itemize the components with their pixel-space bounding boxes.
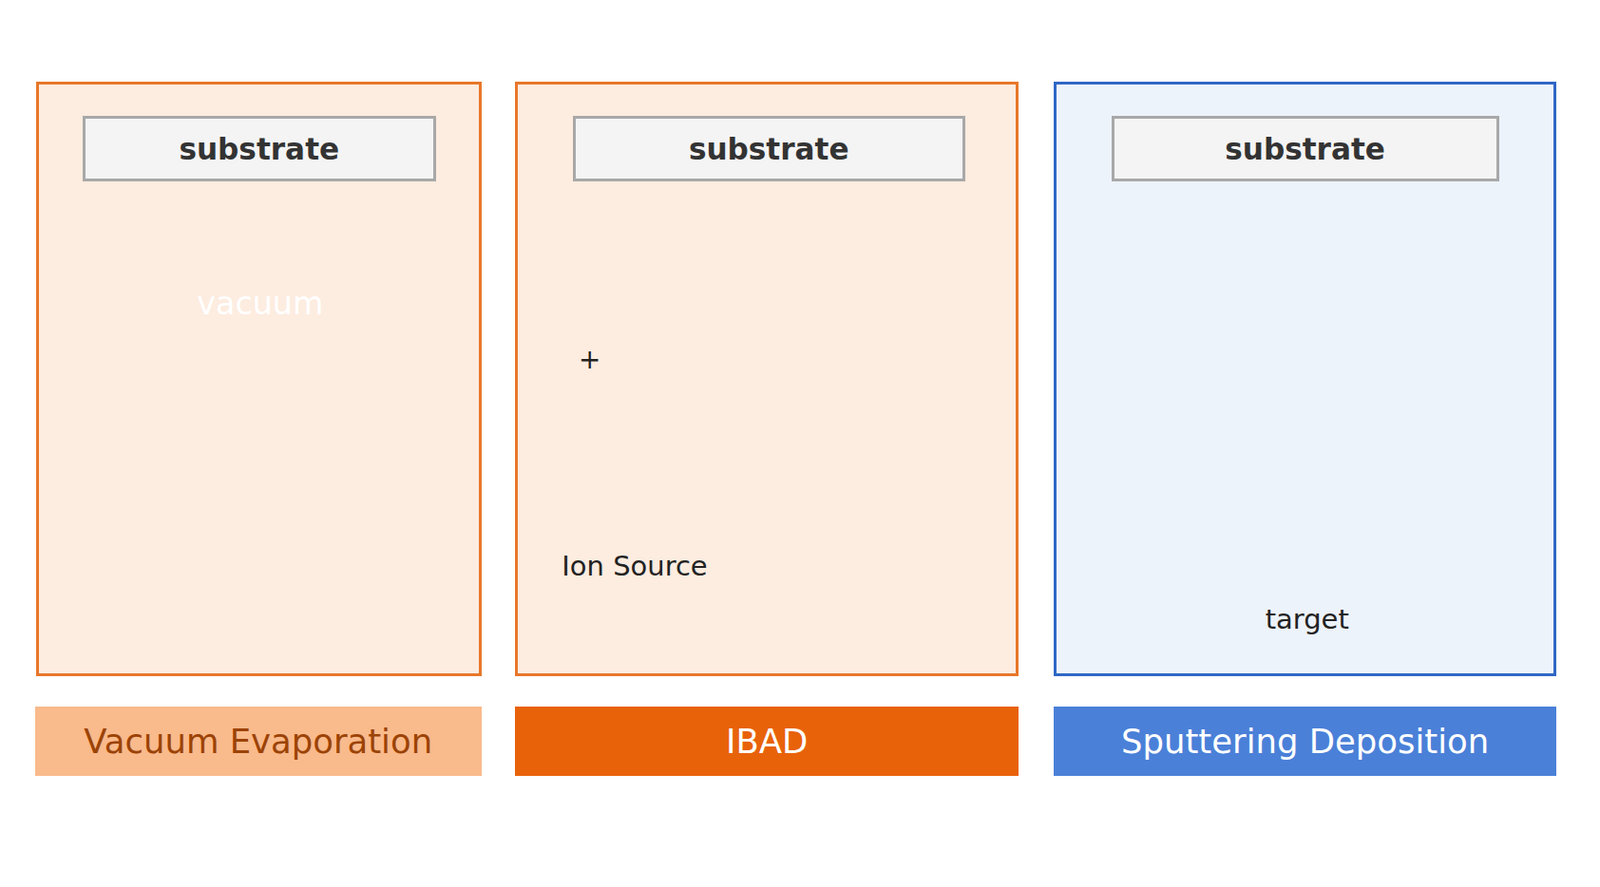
charge-sign: + — [578, 343, 601, 376]
method-band: Sputtering Deposition — [1053, 706, 1556, 777]
method-band: IBAD — [514, 706, 1018, 777]
substrate-label: substrate — [178, 132, 340, 167]
method-name: IBAD — [725, 722, 808, 762]
method-band: Vacuum Evaporation — [35, 706, 482, 777]
process-panel: vacuum substrate — [36, 81, 482, 677]
substrate-label: substrate — [688, 132, 850, 167]
substrate-box: substrate — [572, 115, 966, 182]
method-name: Sputtering Deposition — [1121, 722, 1489, 762]
method-name: Vacuum Evaporation — [83, 722, 433, 762]
part-label: Ion Source — [561, 550, 707, 583]
part-label: target — [1265, 603, 1350, 636]
substrate-box: substrate — [82, 115, 437, 182]
substrate-box: substrate — [1111, 115, 1500, 182]
substrate-label: substrate — [1224, 132, 1386, 167]
process-panel: + Ion Source substrate — [514, 81, 1018, 677]
region-label: vacuum — [196, 284, 324, 322]
process-panel: target substrate — [1053, 81, 1556, 677]
